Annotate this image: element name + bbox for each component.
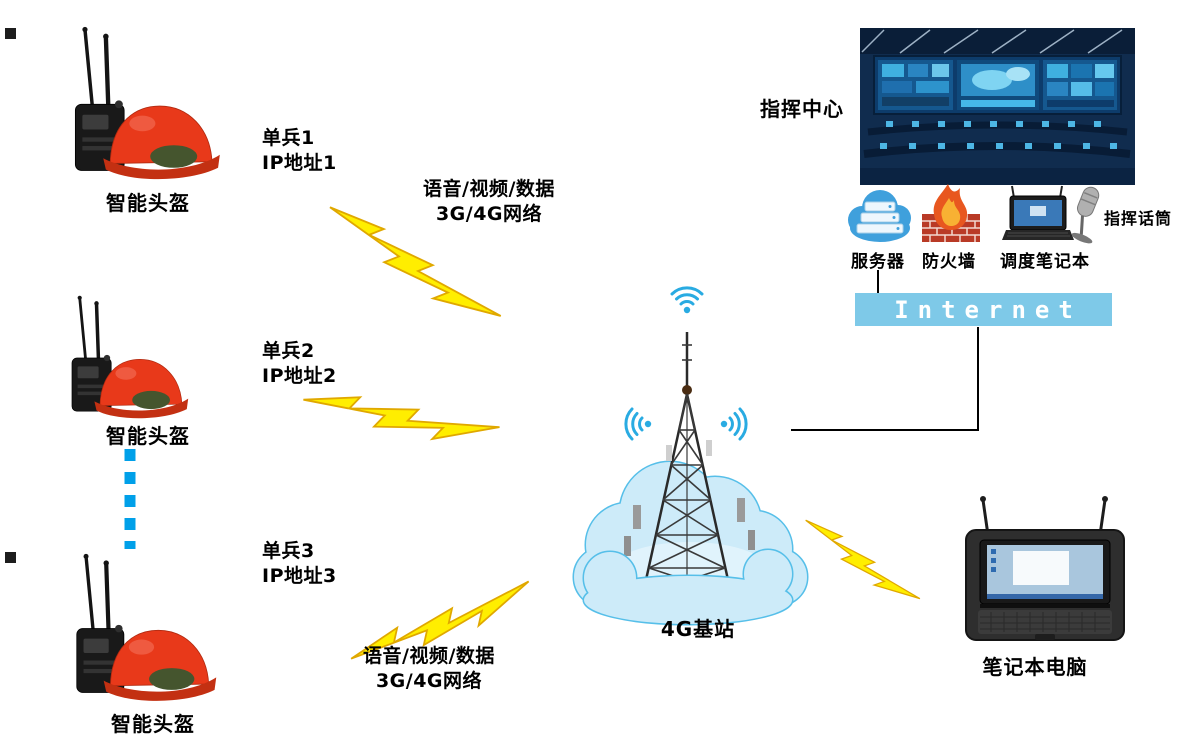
lightning-bolt-link-2: [299, 388, 502, 450]
field-laptop: [965, 496, 1125, 641]
smart-helmet-unit-1: [75, 27, 219, 179]
lightning-bolt-link-3: [346, 572, 538, 678]
wifi-icon-left: [624, 407, 653, 441]
firewall-icon: [922, 184, 980, 242]
internet-basestation-line: [791, 327, 979, 431]
command-microphone-icon: [1071, 186, 1100, 244]
lightning-bolt-link-laptop: [797, 513, 925, 612]
crop-artifact-square: [5, 28, 16, 39]
crop-artifact-square: [5, 552, 16, 563]
lattice-tower: [624, 332, 755, 599]
smart-helmet-unit-2: [70, 293, 190, 420]
server-icon: [848, 190, 911, 242]
wifi-icon-top: [670, 286, 704, 315]
command-center-photo: [860, 28, 1135, 185]
wifi-icon-right: [719, 407, 748, 441]
lightning-bolt-link-1: [318, 197, 507, 336]
dispatch-laptop-icon: [1002, 185, 1074, 240]
smart-helmet-unit-3: [77, 554, 216, 701]
